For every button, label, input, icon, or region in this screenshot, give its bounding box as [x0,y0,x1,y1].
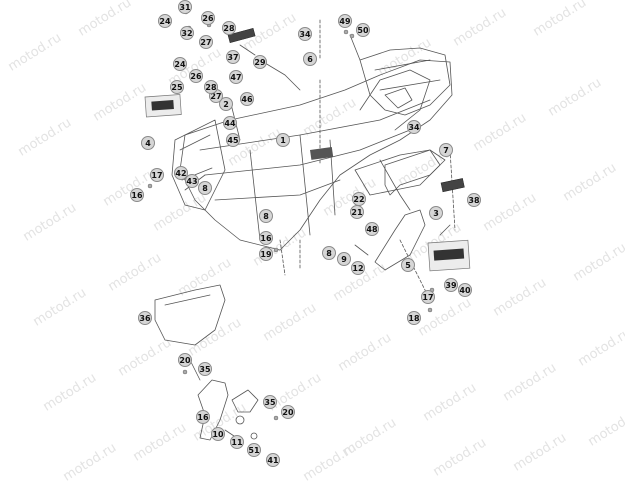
callout-32: 32 [180,26,194,40]
callout-24: 24 [173,57,187,71]
callout-7: 7 [439,143,453,157]
callout-16: 16 [259,231,273,245]
callout-20: 20 [281,405,295,419]
callout-21: 21 [350,205,364,219]
callout-8: 8 [198,181,212,195]
callout-45: 45 [226,133,240,147]
callout-5: 5 [401,258,415,272]
callout-34: 34 [298,27,312,41]
callout-12: 12 [351,261,365,275]
callout-17: 17 [421,290,435,304]
callout-39: 39 [444,278,458,292]
bracket-assembly-7 [384,149,446,196]
callout-28: 28 [204,80,218,94]
callout-9: 9 [337,252,351,266]
callout-43: 43 [185,174,199,188]
frame-line-drawing [144,9,471,441]
callout-28: 28 [222,21,236,35]
callout-47: 47 [229,70,243,84]
callout-44: 44 [223,116,237,130]
callout-11: 11 [230,435,244,449]
callout-48: 48 [365,222,379,236]
callout-18: 18 [407,311,421,325]
decal-sheet-4 [144,94,182,118]
callout-38: 38 [467,193,481,207]
callout-35: 35 [263,395,277,409]
lower-cover [154,284,226,346]
callout-3: 3 [429,206,443,220]
decal-strip-38 [440,178,465,193]
callout-4: 4 [141,136,155,150]
decal-sheet-5 [427,239,471,272]
callout-29: 29 [253,55,267,69]
frame-main-rail [179,59,453,251]
callout-25: 25 [170,80,184,94]
footpeg-bracket-right [374,209,426,271]
callout-36: 36 [138,311,152,325]
callout-24: 24 [158,14,172,28]
callout-40: 40 [458,283,472,297]
callout-17: 17 [150,168,164,182]
callout-26: 26 [189,69,203,83]
callout-49: 49 [338,14,352,28]
rear-subframe [359,47,451,116]
frame-plate-decal [310,146,334,160]
callout-35: 35 [198,362,212,376]
engine-mount-plate [171,119,226,211]
callout-19: 19 [259,247,273,261]
callout-6: 6 [303,52,317,66]
callout-42: 42 [174,166,188,180]
callout-26: 26 [201,11,215,25]
callout-8: 8 [259,209,273,223]
callout-1: 1 [276,133,290,147]
callout-16: 16 [130,188,144,202]
callout-8: 8 [322,246,336,260]
callout-20: 20 [178,353,192,367]
callout-34: 34 [407,120,421,134]
callout-10: 10 [211,427,225,441]
callout-27: 27 [199,35,213,49]
callout-31: 31 [178,0,192,14]
callout-2: 2 [219,97,233,111]
callout-46: 46 [240,92,254,106]
callout-37: 37 [226,50,240,64]
decal-strip-28 [227,27,256,44]
callout-51: 51 [247,443,261,457]
callout-16: 16 [196,410,210,424]
callout-50: 50 [356,23,370,37]
callout-41: 41 [266,453,280,467]
callout-22: 22 [352,192,366,206]
